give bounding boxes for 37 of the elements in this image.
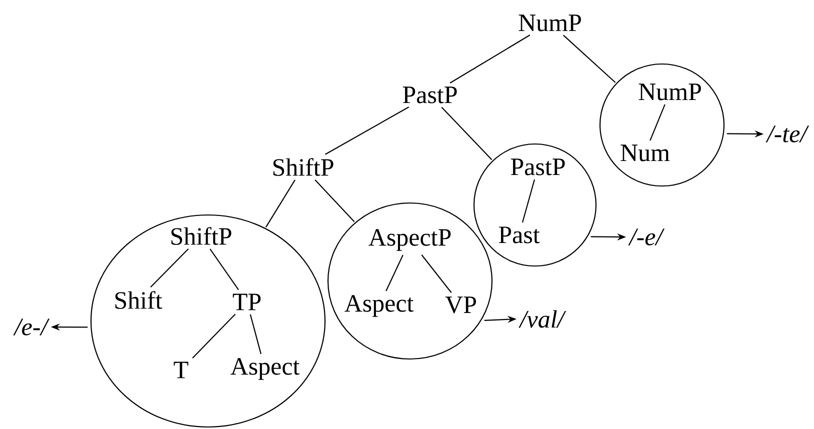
tree-label: VP <box>445 296 476 314</box>
tree-branch <box>386 254 404 292</box>
tree-branch <box>192 314 236 359</box>
tree-branch <box>210 248 239 290</box>
tree-label: ShiftP <box>171 227 232 245</box>
tree-label: PastP <box>402 86 457 104</box>
tree-label: NumP <box>518 14 581 32</box>
tree-branch <box>250 314 262 354</box>
tree-label: ShiftP <box>273 158 334 176</box>
tree-branch <box>314 179 355 222</box>
tree-branch <box>450 34 530 84</box>
tree-branch <box>265 180 296 228</box>
morph-label: /-te/ <box>766 126 810 142</box>
circle <box>473 143 597 267</box>
tree-branch <box>324 106 410 155</box>
circle <box>327 202 493 360</box>
tree-label: PastP <box>510 158 565 176</box>
tree-label: Num <box>620 144 670 162</box>
tree-label: Aspect <box>344 295 414 317</box>
morph-label: /e-/ <box>13 318 50 336</box>
circle <box>90 214 326 428</box>
tree-label: TP <box>232 294 261 310</box>
tree-label: T <box>174 362 188 378</box>
morph-label: /val/ <box>518 310 566 328</box>
tree-label: Past <box>498 226 540 244</box>
tree-branch <box>650 104 666 141</box>
tree-branch <box>563 34 616 83</box>
morph-label: /-e/ <box>628 228 665 246</box>
tree-label: Shift <box>115 291 162 309</box>
tree-label: NumP <box>638 84 701 100</box>
tree-branch <box>441 106 492 160</box>
tree-label: AspectP <box>368 229 451 251</box>
tree-branch <box>421 254 452 293</box>
tree-branch <box>522 179 536 223</box>
circle <box>599 63 725 187</box>
tree-branch <box>150 248 189 288</box>
tree-label: Aspect <box>230 358 300 380</box>
